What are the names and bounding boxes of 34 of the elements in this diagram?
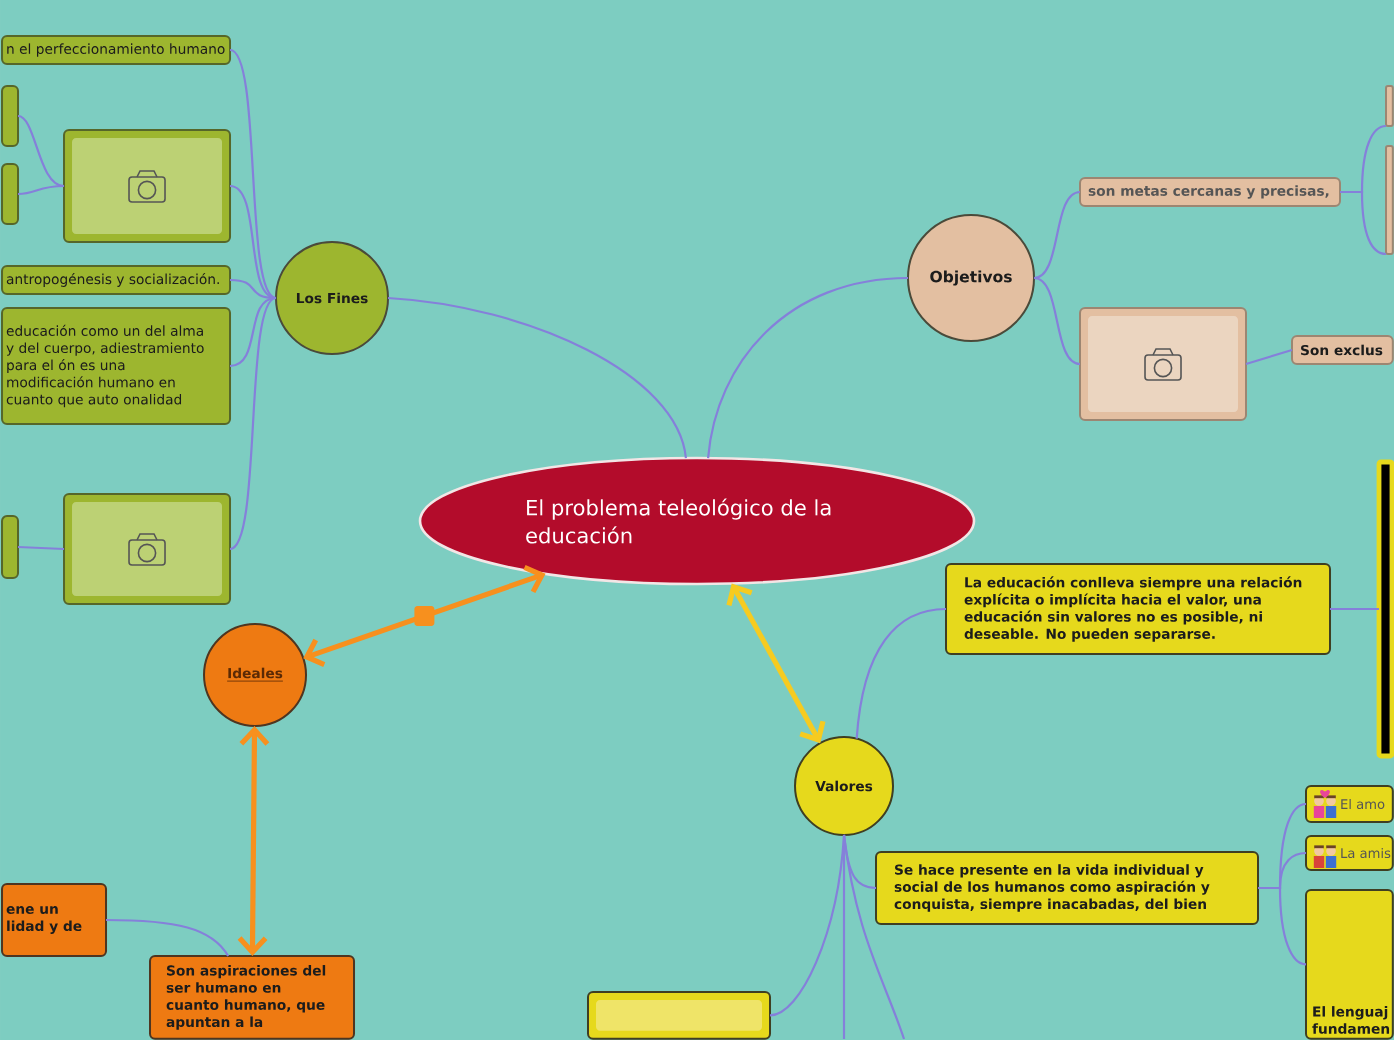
connector-line <box>842 835 846 1039</box>
box <box>1385 145 1394 255</box>
picture-box <box>1079 307 1247 421</box>
connector-line <box>17 545 65 551</box>
picture-box <box>63 129 231 243</box>
connector-line <box>1258 886 1307 966</box>
box <box>1385 85 1394 127</box>
connector-line <box>229 278 277 300</box>
box <box>587 991 771 1040</box>
double-arrow <box>303 564 546 667</box>
connector-line <box>842 834 906 1040</box>
connector-line <box>229 297 277 550</box>
connector-line <box>855 607 947 739</box>
connector-line <box>769 834 846 1017</box>
picture-box <box>63 493 231 605</box>
connector-line <box>1340 190 1387 256</box>
box <box>1376 459 1394 759</box>
connector-line <box>229 296 277 368</box>
connector-line <box>1245 348 1293 366</box>
connector-line <box>106 918 230 957</box>
connector-line <box>1033 190 1081 280</box>
connector-line <box>1330 607 1379 611</box>
connector-line <box>707 276 909 459</box>
connector-line <box>387 296 687 459</box>
connector-line <box>229 49 277 299</box>
double-arrow <box>237 725 270 956</box>
connector-line <box>1033 276 1081 366</box>
box <box>1 515 19 579</box>
connector-line <box>17 114 65 188</box>
box <box>1 85 19 147</box>
box <box>1 163 19 225</box>
connector-line <box>17 184 65 196</box>
connector-line <box>229 184 277 300</box>
double-arrow <box>726 583 826 744</box>
